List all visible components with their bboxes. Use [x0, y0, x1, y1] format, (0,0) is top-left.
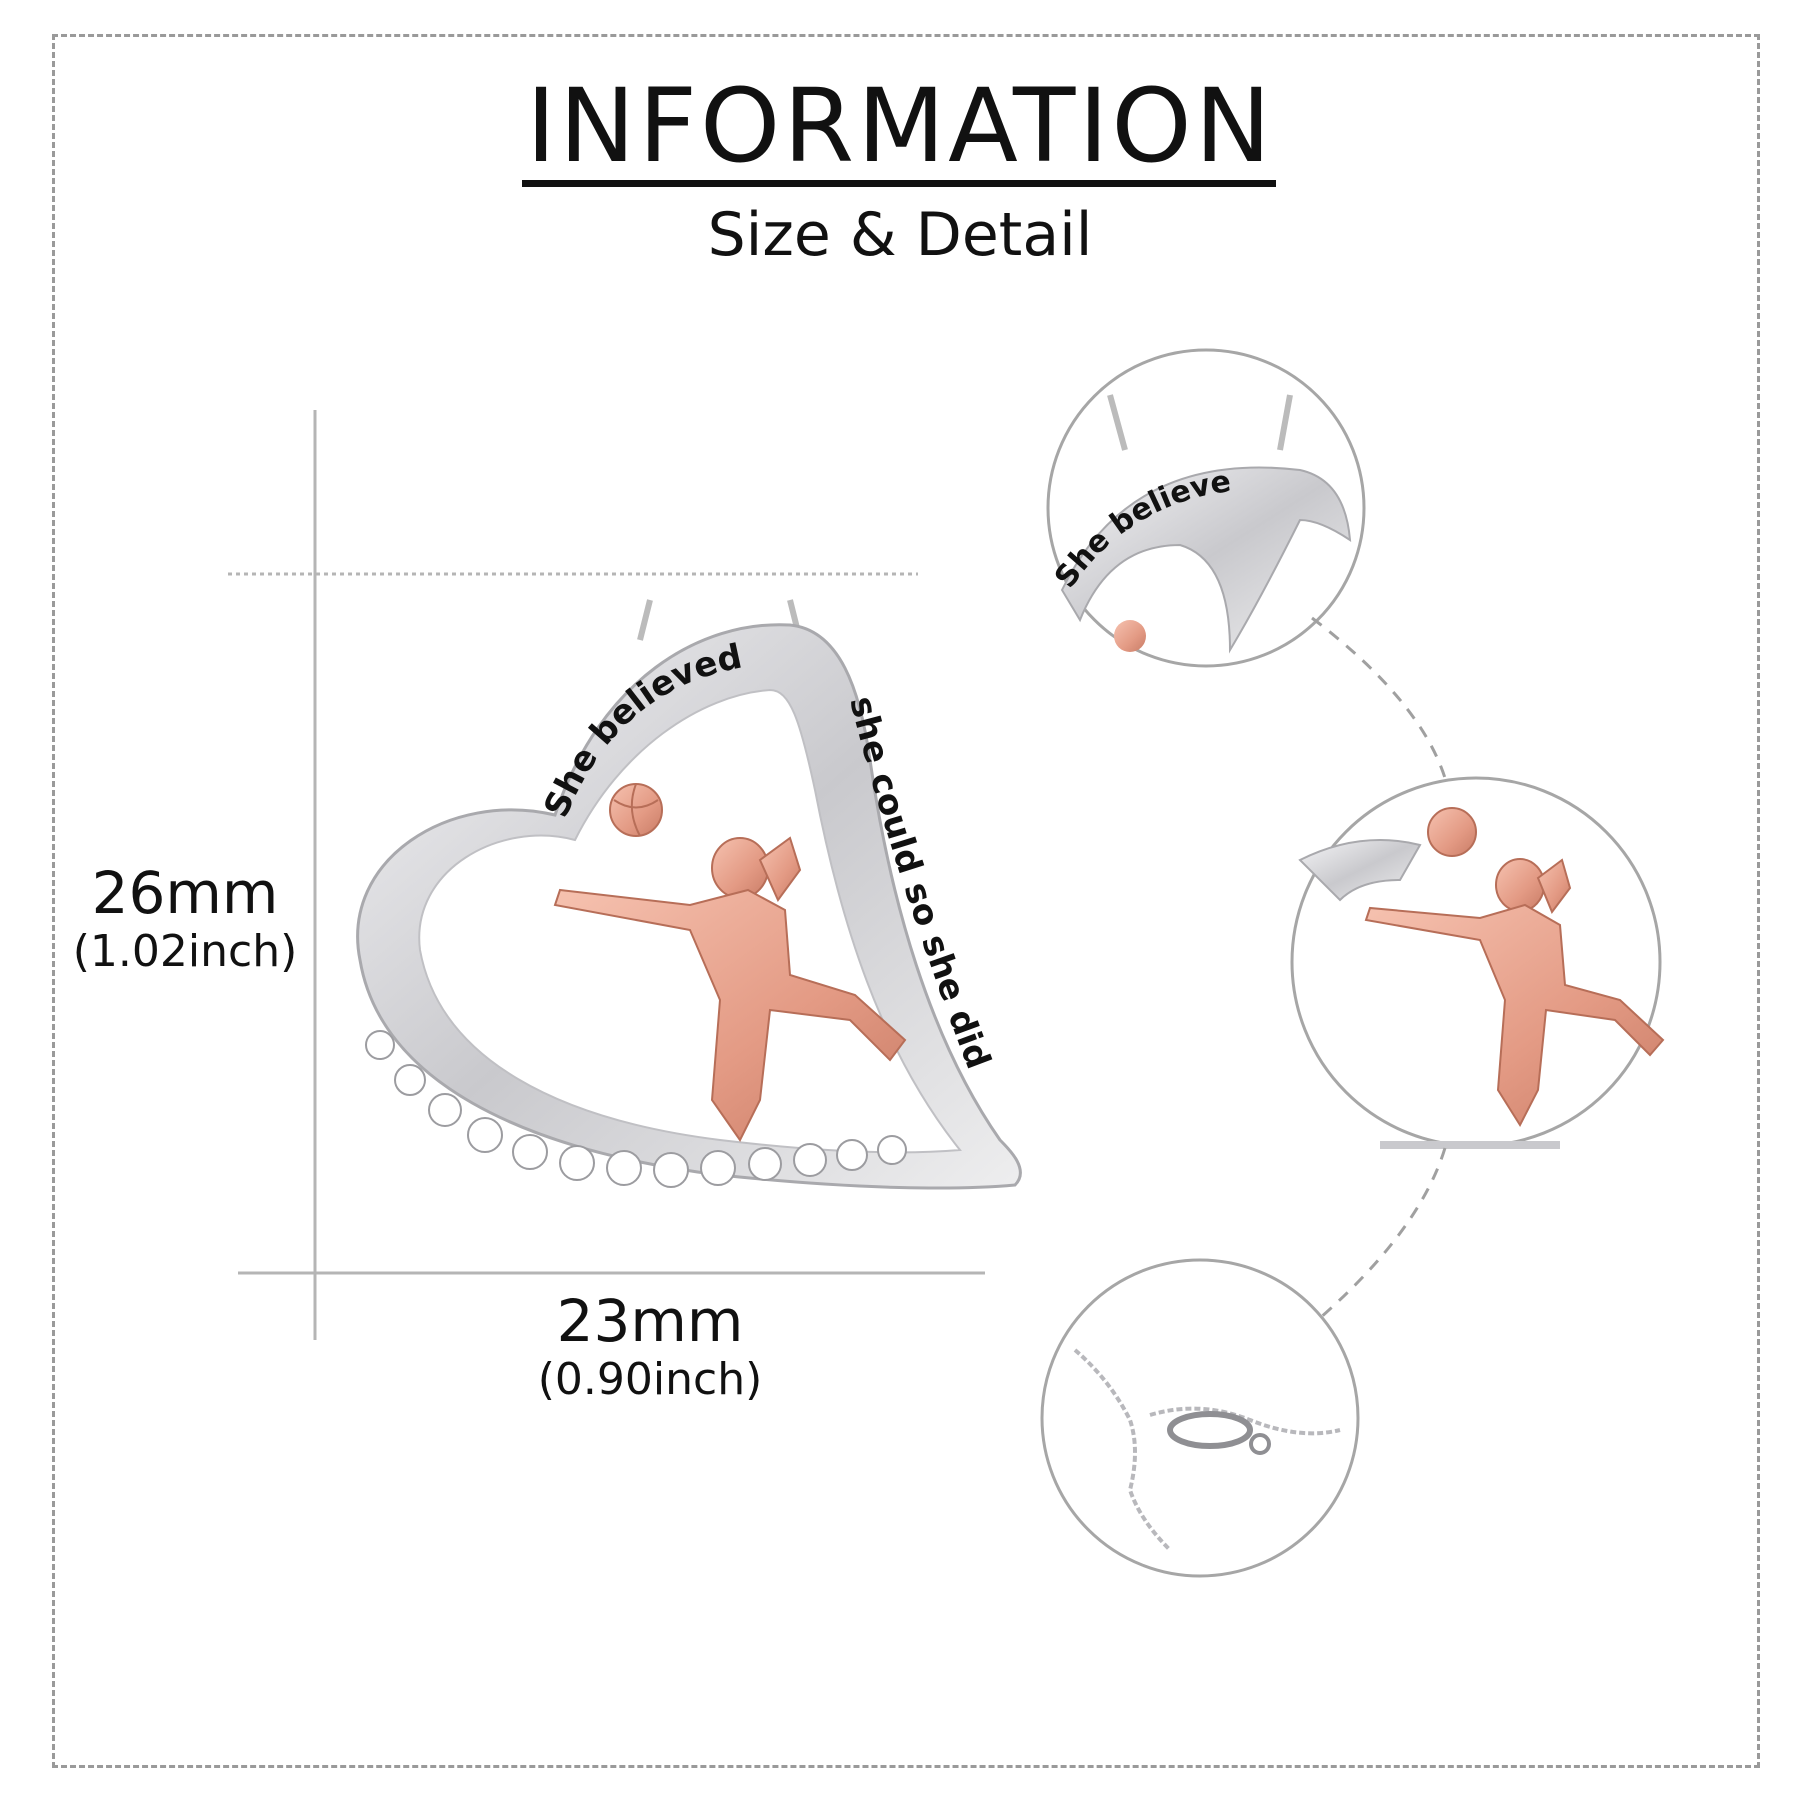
heart-pendant: She believed she could so she did [356, 599, 1022, 1190]
page-title: INFORMATION [525, 67, 1275, 186]
width-inch: (0.90inch) [537, 1353, 763, 1405]
detail-circle-clasp [1040, 1258, 1360, 1578]
detail-circle-engraving: She believed [0, 0, 1366, 668]
width-mm: 23mm [556, 1287, 744, 1355]
volleyball-player-figure [553, 836, 907, 1142]
page-subtitle: Size & Detail [707, 200, 1093, 270]
height-mm: 26mm [91, 859, 279, 927]
title-underline [522, 180, 1276, 187]
detail-circle-figure [1290, 776, 1665, 1149]
crystal-row [365, 1030, 907, 1188]
height-dimension: 26mm (1.02inch) [60, 860, 310, 977]
width-dimension: 23mm (0.90inch) [520, 1288, 780, 1405]
dashed-frame [52, 34, 1760, 1768]
measurement-guides [228, 410, 985, 1340]
height-inch: (1.02inch) [72, 925, 298, 977]
detail-connectors [1311, 616, 1447, 1320]
